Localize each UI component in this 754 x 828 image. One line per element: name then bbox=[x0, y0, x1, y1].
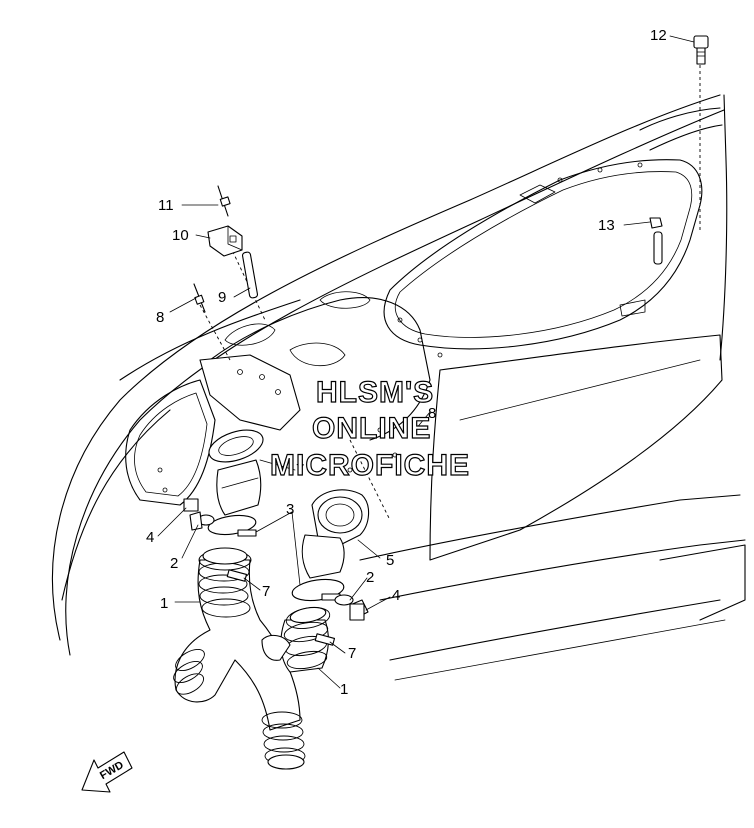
part-6-duct bbox=[208, 429, 264, 516]
callout-3: 3 bbox=[286, 501, 294, 518]
watermark-line-1: HLSM'S bbox=[316, 376, 434, 409]
part-9-rod bbox=[241, 251, 259, 299]
part-5-duct bbox=[301, 489, 370, 579]
callout-6: 7 bbox=[296, 461, 304, 478]
hull-outline bbox=[51, 94, 746, 681]
watermark: HLSM'S ONLINE MICROFICHE bbox=[269, 375, 470, 482]
part-8-rivet-left bbox=[193, 283, 206, 313]
part-13-clip bbox=[649, 217, 663, 265]
part-3-clamps bbox=[207, 514, 345, 602]
callout-9: 9 bbox=[218, 289, 226, 306]
callout-1-right: 1 bbox=[340, 681, 348, 698]
callout-5: 5 bbox=[386, 552, 394, 569]
callout-8-right: 8 bbox=[428, 405, 436, 422]
watermark-line-3: MICROFICHE bbox=[270, 449, 470, 482]
part-7-clamps bbox=[226, 569, 336, 646]
callout-12: 12 bbox=[650, 27, 667, 44]
watermark-line-2: ONLINE bbox=[312, 412, 431, 445]
callout-labels: 12 13 11 10 9 8 7 8 3 4 2 5 2 4 1 7 7 1 bbox=[146, 27, 667, 698]
part-10-clamp-block bbox=[207, 225, 243, 257]
callout-1-left: 1 bbox=[160, 595, 168, 612]
part-1-hose-right bbox=[261, 606, 331, 673]
leader-lines bbox=[157, 35, 695, 689]
callout-8-left: 8 bbox=[156, 309, 164, 326]
callout-2-left: 2 bbox=[170, 555, 178, 572]
callout-4-left: 4 bbox=[146, 529, 154, 546]
forward-arrow-icon: FWD bbox=[81, 751, 133, 793]
part-11-rivet bbox=[217, 185, 231, 217]
callout-4-right: 4 bbox=[392, 587, 400, 604]
callout-13: 13 bbox=[598, 217, 615, 234]
callout-2-right: 2 bbox=[366, 569, 374, 586]
callout-11: 11 bbox=[158, 197, 174, 214]
part-2-4-fittings-right bbox=[334, 594, 369, 621]
callout-7-right: 7 bbox=[348, 645, 356, 662]
assembly-guides bbox=[199, 65, 701, 521]
part-2-4-fittings-left bbox=[183, 498, 215, 531]
part-12-breather-valve bbox=[693, 35, 709, 65]
callout-7-left-text: 7 bbox=[262, 583, 270, 600]
part-1-hose-left bbox=[173, 547, 306, 770]
rivet-holes bbox=[157, 162, 643, 493]
callout-10: 10 bbox=[172, 227, 189, 244]
